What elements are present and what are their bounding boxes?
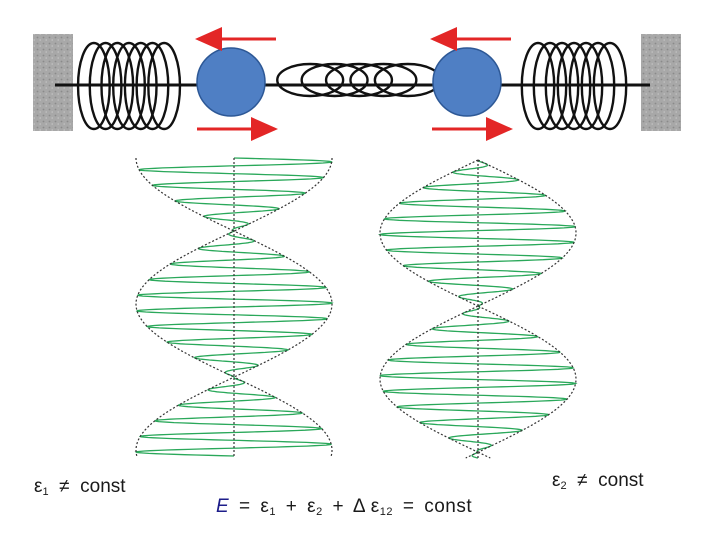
oscillator-2-envelope-left: [379, 159, 479, 459]
right-spring-coil: [532, 41, 568, 131]
term-eps2-symbol: ε: [307, 496, 317, 517]
middle-spring-coil: [349, 62, 418, 98]
term-coupling-symbol: Δ ε: [352, 496, 380, 517]
term-eps1-sub: 1: [269, 506, 276, 518]
left-wall: [33, 34, 73, 131]
right-spring-coil: [592, 41, 628, 131]
left-spring-coil: [147, 41, 182, 131]
eps1-symbol: ε: [34, 476, 43, 497]
eps1-subscript: 1: [42, 486, 49, 498]
left-spring-coil: [76, 41, 111, 131]
left-ball: [196, 47, 266, 117]
left-spring-coil: [100, 41, 135, 131]
term-coupling-sub: 12: [379, 506, 394, 518]
eps2-symbol: ε: [552, 470, 561, 491]
term-eps1-symbol: ε: [260, 496, 270, 517]
eps2-relation: ≠: [577, 470, 588, 491]
left-spring-coil: [111, 41, 147, 131]
right-spring-coil: [520, 41, 556, 131]
left-spring-coil: [88, 41, 123, 131]
epsilon-1-label: ε1 ≠ const: [34, 476, 126, 498]
eps2-value: const: [598, 470, 644, 491]
eps1-relation: ≠: [59, 476, 70, 497]
left-spring-coil: [123, 41, 158, 131]
middle-spring-coil: [324, 62, 394, 98]
eps1-value: const: [80, 476, 126, 497]
left-spring-coil: [135, 41, 170, 131]
energy-rhs: const: [424, 496, 473, 517]
middle-spring: [276, 62, 442, 98]
left-spring: [76, 41, 182, 131]
middle-spring-coil: [276, 62, 345, 98]
equals-sign-2: =: [402, 496, 415, 517]
right-ball: [432, 47, 502, 117]
right-spring-coil: [556, 41, 592, 131]
right-wall: [641, 34, 681, 131]
right-spring-coil: [580, 41, 616, 131]
energy-symbol: E: [216, 496, 230, 517]
epsilon-2-label: ε2 ≠ const: [552, 470, 644, 492]
equals-sign: =: [238, 496, 251, 517]
right-spring-coil: [544, 41, 580, 131]
oscillator-1-beat-pattern: [134, 157, 334, 457]
oscillator-1-envelope-left: [135, 158, 235, 457]
plus-sign-1: +: [285, 496, 298, 517]
eps2-subscript: 2: [560, 480, 567, 492]
right-spring: [520, 41, 628, 131]
middle-spring-coil: [300, 62, 369, 98]
right-spring-coil: [568, 41, 604, 131]
term-eps2-sub: 2: [316, 506, 323, 518]
oscillator-2-beat-pattern: [377, 159, 578, 459]
plus-sign-2: +: [332, 496, 345, 517]
energy-conservation-equation: E = ε1 + ε2 + Δ ε12 = const: [216, 496, 472, 518]
oscillator-1-envelope-right: [233, 158, 333, 457]
